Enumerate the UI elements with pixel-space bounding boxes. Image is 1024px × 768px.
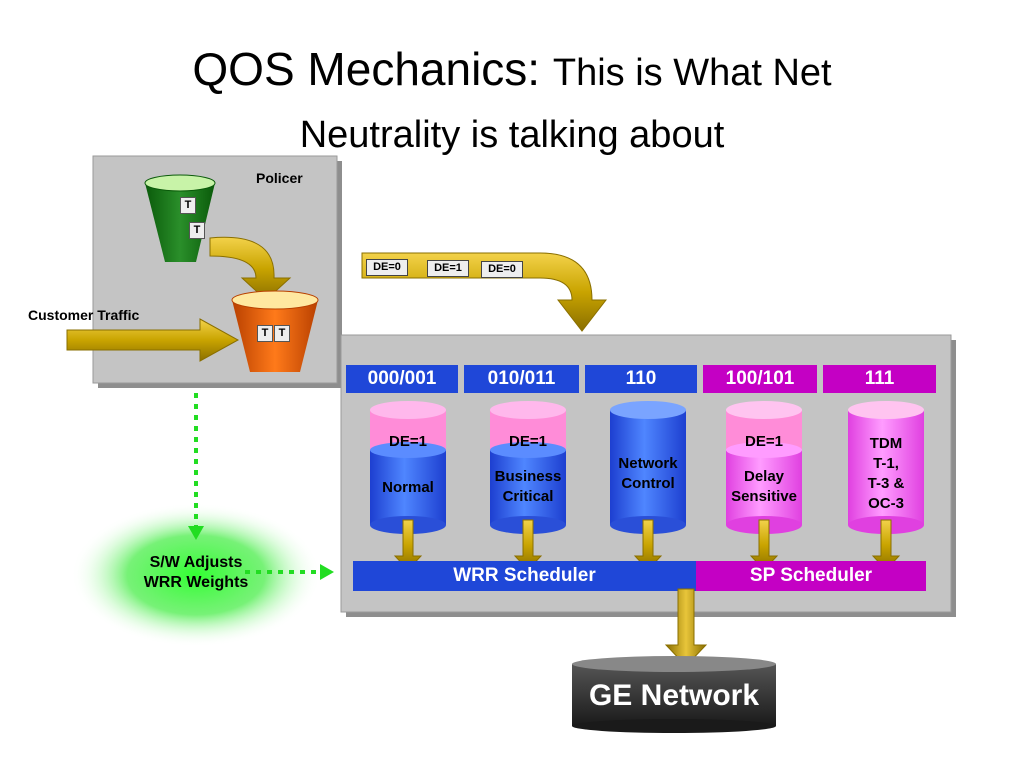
queue-1-de: DE=1 bbox=[389, 433, 427, 450]
queue-3-text-line1: Network bbox=[618, 455, 678, 472]
title-line2: Neutrality is talking about bbox=[299, 114, 725, 156]
software-line2: WRR Weights bbox=[143, 574, 249, 591]
sp-scheduler-label: SP Scheduler bbox=[749, 565, 873, 586]
customer-traffic-arrow bbox=[66, 318, 240, 362]
queue-4-text-line2: Sensitive bbox=[731, 488, 797, 505]
queue-5-text-line3: T-3 & bbox=[867, 475, 905, 492]
ge-network-label: GE Network bbox=[588, 679, 760, 712]
queue-1-text-line1: Normal bbox=[382, 479, 434, 496]
de-tag-1: DE=0 bbox=[366, 259, 408, 276]
queue-label-4: 100/101 bbox=[725, 368, 795, 389]
queue-down-arrows bbox=[393, 519, 901, 571]
queue-4-text: Delay Sensitive bbox=[722, 467, 806, 507]
queue-2-text-line2: Critical bbox=[502, 488, 554, 505]
queue-label-bar-5 bbox=[823, 365, 936, 393]
queue-label-bar-3 bbox=[585, 365, 697, 393]
output-arrow bbox=[664, 588, 708, 667]
token-top-2: T bbox=[189, 222, 205, 239]
wrr-scheduler-bar bbox=[353, 561, 696, 591]
queue-label-bar-4 bbox=[703, 365, 817, 393]
cylinder-4 bbox=[726, 401, 802, 534]
policer-label: Policer bbox=[256, 170, 303, 186]
policer-curved-arrow bbox=[209, 236, 292, 301]
de-tag-3: DE=0 bbox=[481, 261, 523, 278]
cylinder-2 bbox=[490, 401, 566, 534]
queue-2-text-line1: Business bbox=[494, 468, 562, 485]
queue-2-text: Business Critical bbox=[486, 467, 570, 507]
title-sub: This is What Net bbox=[552, 52, 832, 94]
software-line1: S/W Adjusts bbox=[149, 554, 243, 571]
de-tag-2: DE=1 bbox=[427, 260, 469, 277]
queue-label-5: 111 bbox=[864, 368, 895, 389]
software-glow bbox=[71, 503, 321, 647]
queue-5-text: TDM T-1, T-3 & OC-3 bbox=[844, 434, 928, 514]
queue-4-de: DE=1 bbox=[745, 433, 783, 450]
green-arrowhead-down bbox=[188, 526, 204, 540]
green-funnel bbox=[145, 183, 215, 262]
cylinder-5 bbox=[848, 401, 924, 534]
ge-network-disk bbox=[572, 664, 776, 726]
queue-5-text-line1: TDM bbox=[869, 435, 903, 452]
queue-3-text-line2: Control bbox=[621, 475, 675, 492]
page-title: QOS Mechanics: This is What Net Neutrali… bbox=[0, 42, 1024, 170]
sp-scheduler-bar bbox=[696, 561, 926, 591]
queue-2-de: DE=1 bbox=[509, 433, 547, 450]
queue-1-text: Normal bbox=[366, 478, 450, 498]
queue-label-3: 110 bbox=[625, 368, 657, 389]
customer-traffic-label: Customer Traffic bbox=[28, 307, 140, 323]
title-main: QOS Mechanics: bbox=[192, 43, 553, 95]
software-adjust-label: S/W Adjusts WRR Weights bbox=[116, 553, 276, 593]
wrr-scheduler-label: WRR Scheduler bbox=[453, 565, 596, 586]
queue-3-text: Network Control bbox=[606, 454, 690, 494]
token-bottom-1: T bbox=[257, 325, 273, 342]
queue-label-bar-1 bbox=[346, 365, 458, 393]
queue-5-text-line2: T-1, bbox=[873, 455, 899, 472]
green-arrowhead-right bbox=[320, 564, 334, 580]
queue-label-2: 010/011 bbox=[487, 368, 556, 389]
cylinder-1 bbox=[370, 401, 446, 534]
queue-5-text-line4: OC-3 bbox=[868, 495, 904, 512]
cylinder-3 bbox=[610, 401, 686, 534]
queue-label-bar-2 bbox=[464, 365, 579, 393]
token-top-1: T bbox=[180, 197, 196, 214]
token-bottom-2: T bbox=[274, 325, 290, 342]
de-tag-arrow bbox=[361, 252, 608, 332]
queue-4-text-line1: Delay bbox=[743, 468, 785, 485]
queue-label-1: 000/001 bbox=[367, 368, 437, 389]
